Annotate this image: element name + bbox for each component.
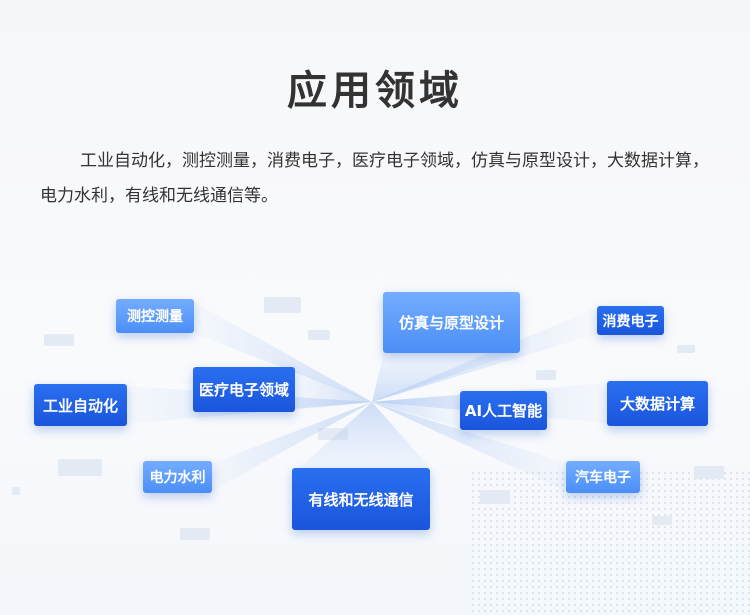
ghost-block: [58, 459, 102, 476]
ray: [372, 394, 460, 428]
ray: [190, 300, 372, 402]
dot-pattern-decoration: [470, 470, 750, 615]
node-big-data-computing: 大数据计算: [607, 381, 708, 426]
ray: [372, 308, 596, 402]
ghost-block: [652, 516, 672, 525]
ghost-block: [480, 490, 510, 504]
node-consumer-electronics: 消费电子: [597, 306, 664, 335]
ghost-block: [536, 370, 556, 380]
ray: [210, 402, 372, 492]
page-title: 应用领域: [287, 68, 463, 114]
ghost-block: [180, 528, 210, 540]
ghost-block: [677, 345, 695, 353]
ghost-block: [694, 466, 724, 479]
ghost-block: [12, 487, 20, 495]
ghost-block: [308, 330, 330, 340]
node-ai: AI人工智能: [460, 391, 547, 430]
node-wired-wireless-comm: 有线和无线通信: [292, 468, 430, 530]
ray: [300, 402, 430, 468]
ghost-block: [44, 334, 74, 346]
node-measurement-control: 测控测量: [116, 299, 194, 333]
node-medical-electronics: 医疗电子领域: [193, 367, 295, 412]
node-industrial-automation: 工业自动化: [34, 384, 127, 426]
node-power-water: 电力水利: [143, 461, 212, 493]
node-automotive-electronics: 汽车电子: [566, 461, 640, 493]
node-simulation-prototyping: 仿真与原型设计: [383, 292, 520, 353]
ghost-block: [264, 297, 301, 313]
ray: [294, 370, 372, 410]
ray: [372, 402, 566, 491]
description-text: 工业自动化，测控测量，消费电子，医疗电子领域，仿真与原型设计，大数据计算，电力水…: [40, 151, 709, 206]
